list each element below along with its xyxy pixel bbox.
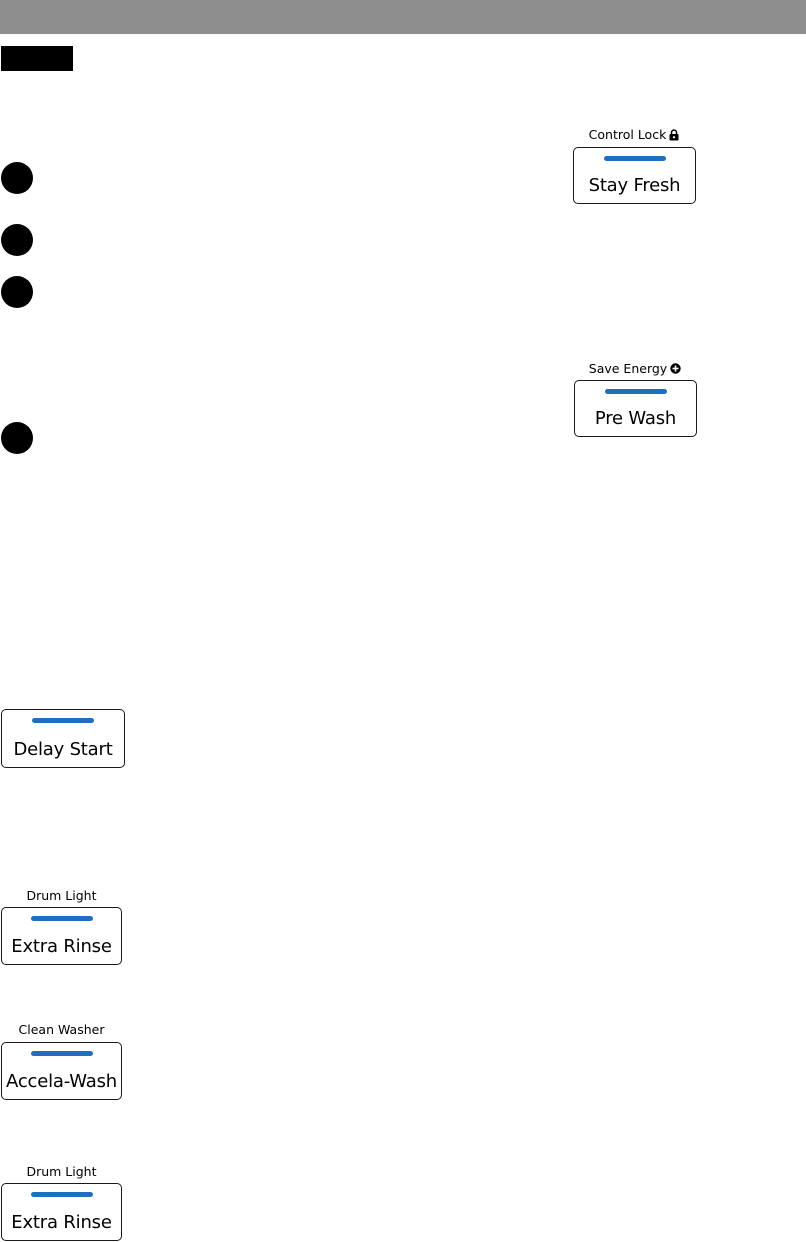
pre-wash-button[interactable]: Pre Wash bbox=[574, 380, 697, 437]
drum-light-caption-2: Drum Light bbox=[1, 1164, 122, 1179]
stay-fresh-button[interactable]: Stay Fresh bbox=[573, 147, 696, 204]
status-led bbox=[30, 1192, 93, 1197]
button-label: Extra Rinse bbox=[11, 936, 112, 957]
section-tab bbox=[1, 46, 73, 71]
delay-start-button[interactable]: Delay Start bbox=[1, 709, 125, 768]
control-lock-caption: Control Lock bbox=[573, 127, 695, 142]
caption-text: Drum Light bbox=[26, 1164, 97, 1179]
header-bar bbox=[0, 0, 806, 34]
step-marker-4 bbox=[1, 422, 33, 454]
status-led bbox=[30, 916, 93, 921]
step-marker-3 bbox=[1, 276, 33, 308]
button-label: Delay Start bbox=[13, 739, 113, 760]
lock-icon bbox=[669, 128, 679, 140]
status-led bbox=[604, 389, 667, 394]
accela-wash-button[interactable]: Accela-Wash bbox=[1, 1042, 122, 1100]
drum-light-caption: Drum Light bbox=[1, 888, 122, 903]
button-label: Extra Rinse bbox=[11, 1212, 112, 1233]
status-led bbox=[603, 156, 666, 161]
caption-text: Drum Light bbox=[26, 888, 97, 903]
step-marker-1 bbox=[1, 162, 33, 194]
save-energy-caption: Save Energy bbox=[574, 361, 696, 376]
status-led bbox=[32, 718, 94, 723]
caption-text: Control Lock bbox=[588, 127, 667, 142]
button-label: Accela-Wash bbox=[6, 1071, 117, 1092]
button-label: Pre Wash bbox=[594, 408, 677, 429]
clean-washer-caption: Clean Washer bbox=[1, 1022, 122, 1037]
plus-circle-icon bbox=[670, 363, 681, 374]
button-label: Stay Fresh bbox=[588, 175, 681, 196]
extra-rinse-button-2[interactable]: Extra Rinse bbox=[1, 1183, 122, 1241]
caption-text: Clean Washer bbox=[18, 1022, 105, 1037]
extra-rinse-button[interactable]: Extra Rinse bbox=[1, 907, 122, 965]
step-marker-2 bbox=[1, 224, 33, 256]
status-led bbox=[30, 1051, 93, 1056]
caption-text: Save Energy bbox=[588, 361, 668, 376]
